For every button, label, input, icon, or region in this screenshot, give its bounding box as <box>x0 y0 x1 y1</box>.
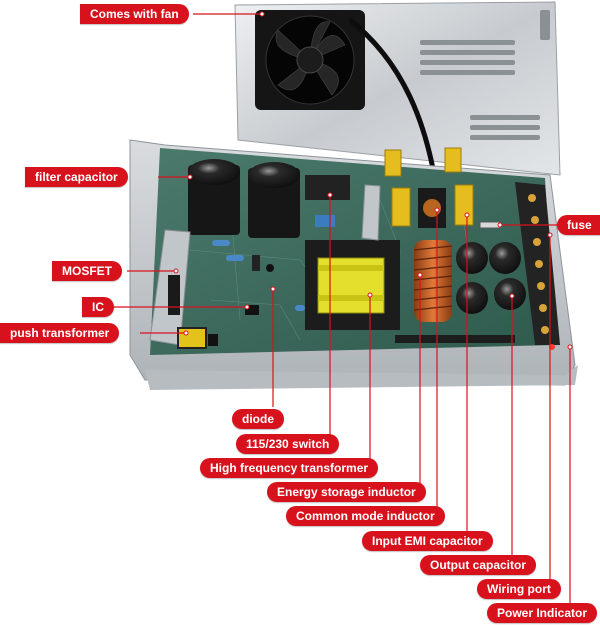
hf-transformer-part <box>305 240 400 330</box>
label-115-230-switch: 115/230 switch <box>236 434 340 454</box>
label-ic: IC <box>82 297 114 317</box>
label-diode: diode <box>232 409 284 429</box>
fan <box>255 10 365 110</box>
right-heatsink <box>361 184 381 241</box>
label-power-indicator: Power Indicator <box>487 603 598 623</box>
filter-capacitors <box>188 159 300 238</box>
label-mosfet: MOSFET <box>52 261 122 281</box>
fuse-part <box>479 221 501 229</box>
diode-rail <box>395 335 515 343</box>
label-input-emi-capacitor: Input EMI capacitor <box>362 531 493 551</box>
label-wiring-port: Wiring port <box>477 579 561 599</box>
emi-capacitors <box>384 147 474 227</box>
output-capacitors <box>456 242 526 314</box>
label-output-capacitor: Output capacitor <box>420 555 537 575</box>
label-common-mode-inductor: Common mode inductor <box>286 506 445 526</box>
label-push-transformer: push transformer <box>0 323 120 343</box>
common-mode-inductor-part <box>418 188 446 228</box>
lid-vents <box>420 10 550 140</box>
label-fuse: fuse <box>557 215 600 235</box>
label-energy-storage-inductor: Energy storage inductor <box>267 482 426 502</box>
leader-dots <box>173 11 573 350</box>
label-high-frequency-transformer: High frequency transformer <box>200 458 379 478</box>
wiring-terminal-block <box>515 182 560 345</box>
label-filter-capacitor: filter capacitor <box>25 167 128 187</box>
small-components <box>212 175 350 315</box>
label-comes-with-fan: Comes with fan <box>80 4 189 24</box>
